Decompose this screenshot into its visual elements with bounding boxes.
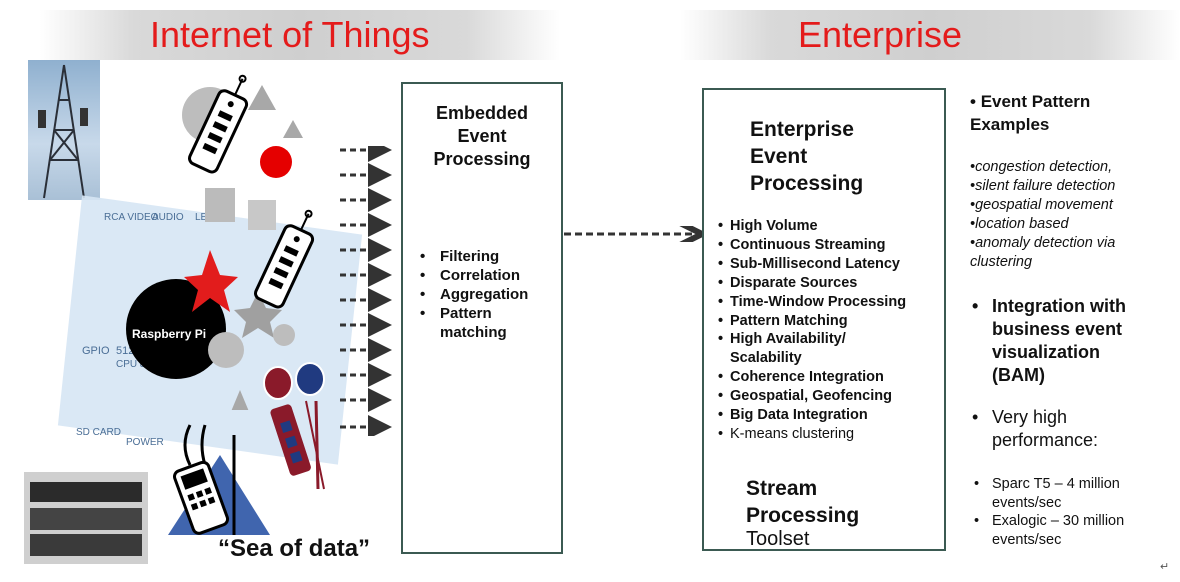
remote-control-icon <box>188 74 249 174</box>
enterprise-heading-line-1: Enterprise <box>750 118 854 141</box>
cell-tower-photo <box>28 60 100 200</box>
perf-item: •Sparc T5 – 4 million events/sec <box>974 476 1120 511</box>
embedded-item: Pattern matching <box>420 304 520 342</box>
return-mark: ↵ <box>1160 561 1170 573</box>
stream-heading-line-1: Stream <box>746 477 818 500</box>
feature-item: Coherence Integration <box>718 368 938 387</box>
iot-illustration: RCA VIDEO AUDIO LEDS GPIO 512MB CPU & RA… <box>0 55 400 582</box>
feature-item: Continuous Streaming <box>718 236 938 255</box>
embedded-item: Correlation <box>420 266 550 285</box>
remote-control-icon-2 <box>254 209 315 309</box>
integration-bullet: • <box>972 296 979 316</box>
enterprise-heading-line-3: Processing <box>750 172 864 195</box>
examples-heading: • Event Pattern Examples <box>970 92 1091 134</box>
mobile-phone-icon <box>168 424 270 535</box>
sea-of-data-label: “Sea of data” <box>218 535 371 562</box>
board-label-rca: RCA VIDEO <box>104 212 159 223</box>
iot-title: Internet of Things <box>150 14 430 55</box>
feature-item: Time-Window Processing <box>718 293 938 312</box>
enterprise-heading-line-2: Event <box>750 145 808 168</box>
embedded-heading-line-2: Event <box>457 126 507 146</box>
stream-heading: Stream Processing <box>746 475 859 529</box>
board-label-sdcard: SD CARD <box>76 427 122 438</box>
feature-item: Pattern Matching <box>718 312 938 331</box>
connector-arrow <box>564 226 704 242</box>
embedded-heading: Embedded Event Processing <box>401 102 563 171</box>
enterprise-title: Enterprise <box>798 14 963 55</box>
feature-item: K-means clustering <box>718 425 938 444</box>
embedded-heading-line-3: Processing <box>433 149 531 169</box>
toolset-label: Toolset <box>746 528 810 550</box>
examples-list: •congestion detection, •silent failure d… <box>970 158 1170 272</box>
performance-text: Very high performance: <box>992 407 1099 450</box>
example-item: •silent failure detection <box>970 178 1116 194</box>
embedded-item: Filtering <box>420 247 550 266</box>
examples-heading-text: Event Pattern Examples <box>970 92 1091 134</box>
board-label-audio: AUDIO <box>152 212 184 223</box>
feature-item: High Volume <box>718 217 938 236</box>
server-photo <box>24 472 148 564</box>
example-item: •geospatial movement <box>970 197 1113 213</box>
perf-item-text: Exalogic – 30 million events/sec <box>992 513 1125 548</box>
board-label-power: POWER <box>126 437 164 448</box>
feature-item: Disparate Sources <box>718 274 938 293</box>
embedded-item: Aggregation <box>420 285 550 304</box>
enterprise-title-bar <box>680 10 1180 60</box>
embedded-heading-line-1: Embedded <box>435 103 528 123</box>
perf-item: •Exalogic – 30 million events/sec <box>974 513 1125 548</box>
stream-heading-line-2: Processing <box>746 504 860 527</box>
enterprise-features-list: High Volume Continuous Streaming Sub-Mil… <box>718 217 938 444</box>
integration-text: Integration with business event visualiz… <box>992 296 1126 385</box>
binoculars-icon <box>263 362 325 490</box>
performance-list: •Sparc T5 – 4 million events/sec •Exalog… <box>972 475 1152 549</box>
feature-item: Big Data Integration <box>718 406 938 425</box>
example-item: •location based <box>970 216 1069 232</box>
raspberry-pi-label: Raspberry Pi <box>132 327 207 341</box>
feature-item: Sub-Millisecond Latency <box>718 255 938 274</box>
embedded-items-list: Filtering Correlation Aggregation Patter… <box>420 247 550 342</box>
perf-item-text: Sparc T5 – 4 million events/sec <box>992 476 1120 511</box>
example-item: •congestion detection, <box>970 159 1113 175</box>
feature-item: High Availability/ Scalability <box>718 330 880 368</box>
performance-bullet: • <box>972 407 979 427</box>
feature-item: Geospatial, Geofencing <box>718 387 938 406</box>
iot-title-bar <box>40 10 560 60</box>
board-label-gpio: GPIO <box>82 345 110 357</box>
enterprise-heading: Enterprise Event Processing <box>750 116 863 197</box>
data-arrows <box>338 138 394 439</box>
example-item: •anomaly detection via clustering <box>970 235 1116 270</box>
